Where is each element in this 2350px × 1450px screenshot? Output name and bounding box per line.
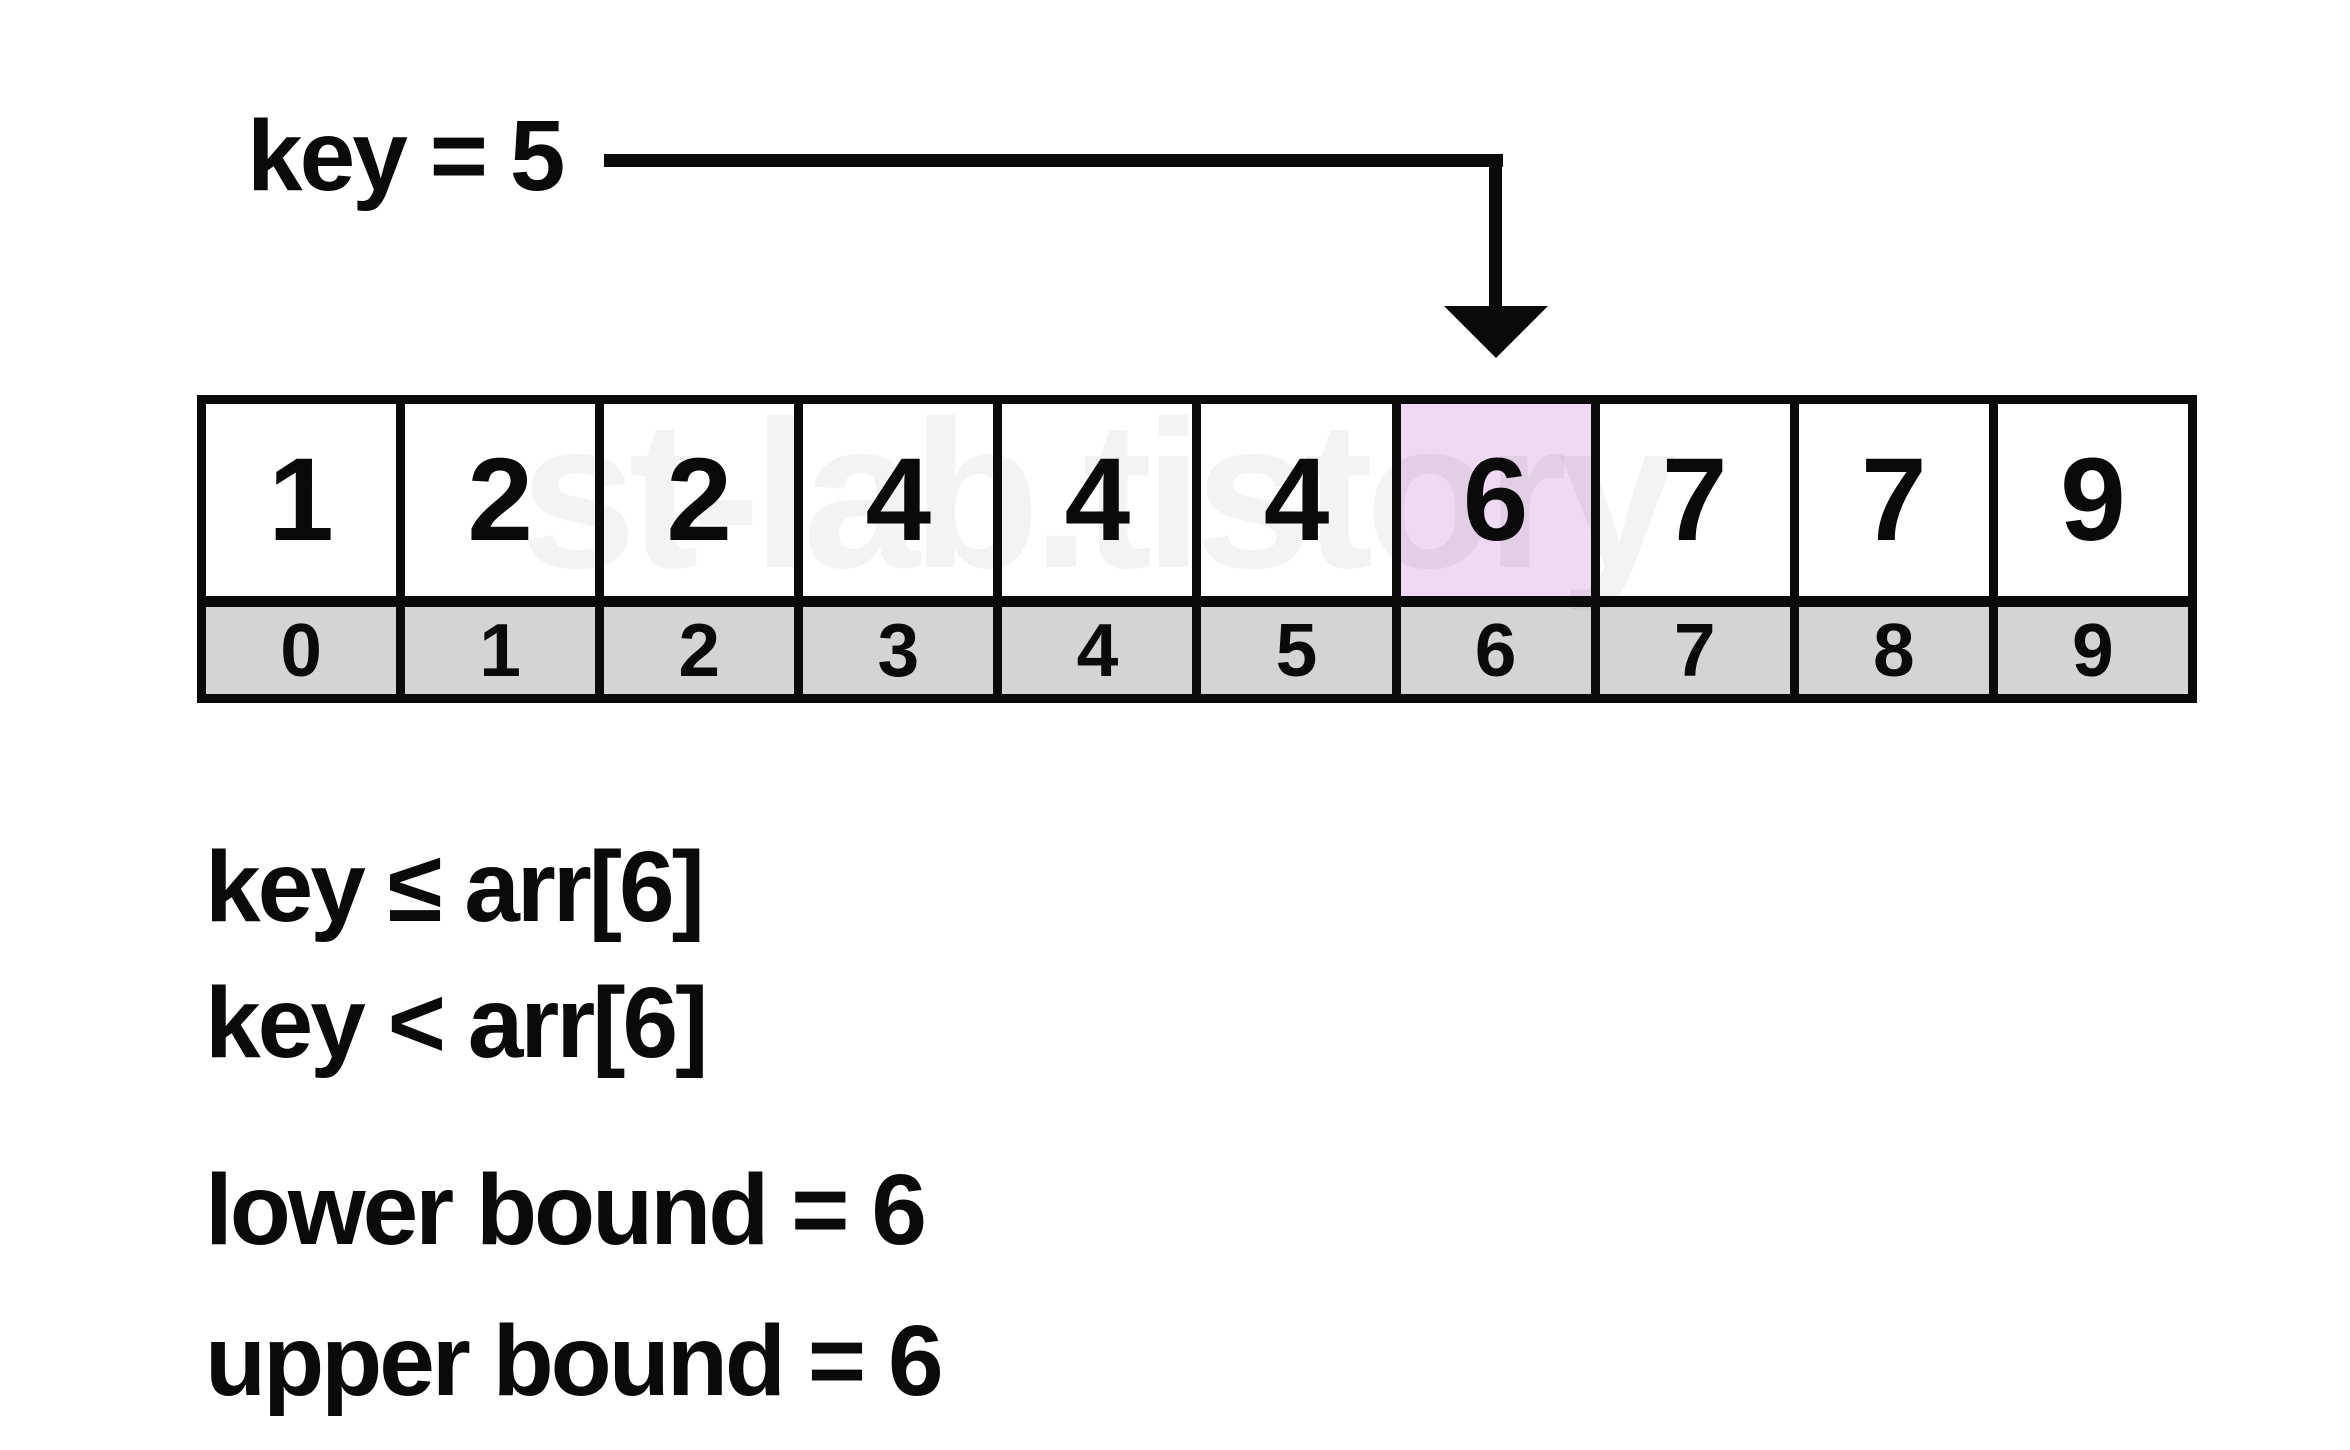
array-cell-index: 3 bbox=[803, 607, 1003, 694]
array-cell-value: 4 bbox=[1002, 404, 1202, 596]
arrow-horizontal-line bbox=[604, 154, 1503, 167]
array-cell-value: 7 bbox=[1798, 404, 1998, 596]
array-cell-value: 1 bbox=[206, 404, 406, 596]
array-cell-index: 5 bbox=[1201, 607, 1401, 694]
array-cell-index: 4 bbox=[1002, 607, 1202, 694]
array-cell-index: 8 bbox=[1798, 607, 1998, 694]
condition-key-lt-arr6: key < arr[6] bbox=[205, 967, 708, 1079]
arrow-vertical-line bbox=[1489, 154, 1502, 307]
array-cell-index: 0 bbox=[206, 607, 406, 694]
condition-key-le-arr6: key ≤ arr[6] bbox=[205, 831, 705, 943]
array-cell-index: 2 bbox=[604, 607, 804, 694]
array-cell-value: 2 bbox=[604, 404, 804, 596]
array-cell-index: 7 bbox=[1599, 607, 1799, 694]
array-cell-value: 9 bbox=[1997, 404, 2188, 596]
array-cell-value: 4 bbox=[803, 404, 1003, 596]
arrow-down-icon bbox=[1444, 306, 1548, 358]
array-cell-value: 7 bbox=[1599, 404, 1799, 596]
array-cell-value: 2 bbox=[405, 404, 605, 596]
lower-bound-result: lower bound = 6 bbox=[205, 1154, 927, 1266]
array-cell-value: 4 bbox=[1201, 404, 1401, 596]
array-cell-index: 1 bbox=[405, 607, 605, 694]
array-cell-index: 6 bbox=[1400, 607, 1600, 694]
array-cell-value-highlighted: 6 bbox=[1400, 404, 1600, 596]
upper-bound-result: upper bound = 6 bbox=[205, 1305, 944, 1417]
array-cell-index: 9 bbox=[1997, 607, 2188, 694]
key-label: key = 5 bbox=[247, 100, 565, 212]
